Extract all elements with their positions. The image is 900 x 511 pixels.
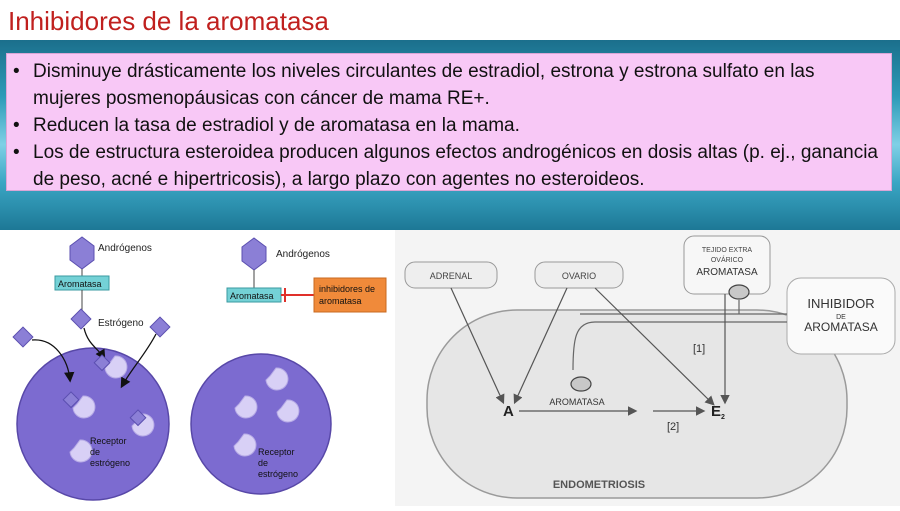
inhibitor-box [313, 277, 387, 313]
extra-ovarian-label: OVÁRICO [711, 255, 744, 264]
endometriosis-diagram: ADRENAL OVARIO TEJIDO EXTRA OVÁRICO AROM… [395, 230, 900, 506]
estradiol-e: E2 [711, 403, 725, 421]
receptor-label: Receptor [258, 447, 295, 457]
ovario-box [534, 261, 624, 289]
flow-arrow [594, 287, 715, 406]
receptor-group [62, 354, 155, 463]
androgen-label: Andrógenos [276, 249, 330, 260]
title-bar: Inhibidores de la aromatasa [0, 0, 900, 44]
inhibitor-label: DE [836, 314, 846, 321]
extra-ovarian-box [683, 235, 771, 295]
inhibitor-label: AROMATASA [804, 320, 878, 334]
estrogen-diamond [12, 326, 34, 348]
bullet-list: Disminuye drásticamente los niveles circ… [7, 54, 891, 193]
bullet-item: Los de estructura esteroidea producen al… [13, 139, 891, 193]
inhibitor-label: aromatasa [319, 296, 362, 306]
estrogen-diamond [149, 316, 171, 338]
androgen-hexagon [241, 237, 267, 271]
ref-2: [2] [667, 421, 679, 433]
aromatase-label: Aromatasa [58, 279, 102, 289]
androgen-label: Andrógenos [98, 243, 152, 254]
extra-ovarian-aromatase: AROMATASA [696, 267, 758, 278]
flow-arrow [450, 287, 505, 405]
androgen-a: A [503, 403, 514, 420]
receptor-label: de [90, 447, 100, 457]
binding-arrow [120, 333, 157, 389]
estrogen-diamond [70, 308, 92, 330]
mechanism-svg: Andrógenos Aromatasa Estrógeno Receptor … [12, 236, 387, 501]
flow-arrow [513, 287, 568, 405]
estrogen-label: Estrógeno [98, 318, 144, 329]
receptor-group [233, 367, 300, 457]
ovario-label: OVARIO [562, 271, 596, 281]
enzyme-blocker [728, 284, 750, 300]
adrenal-label: ADRENAL [430, 271, 473, 281]
androgen-hexagon [69, 236, 95, 270]
cell-body [190, 353, 332, 495]
inhibitor-label: INHIBIDOR [807, 296, 874, 311]
bullet-box: Disminuye drásticamente los niveles circ… [6, 53, 892, 191]
slide-title: Inhibidores de la aromatasa [8, 6, 329, 36]
receptor-label: estrógeno [258, 469, 298, 479]
extra-ovarian-label: TEJIDO EXTRA [702, 247, 753, 254]
cell-body [16, 347, 170, 501]
inhibitor-box [786, 277, 896, 355]
receptor-label: de [258, 458, 268, 468]
aromatase-label: AROMATASA [549, 397, 604, 407]
endometriosis-svg: ADRENAL OVARIO TEJIDO EXTRA OVÁRICO AROM… [404, 235, 896, 499]
bullet-item: Reducen la tasa de estradiol y de aromat… [13, 112, 891, 139]
bullet-item: Disminuye drásticamente los niveles circ… [13, 58, 891, 112]
receptor-label: Receptor [90, 436, 127, 446]
aromatase-label: Aromatasa [230, 291, 274, 301]
aromatase-mechanism-diagram: Andrógenos Aromatasa Estrógeno Receptor … [0, 230, 395, 506]
binding-arrow [31, 339, 75, 383]
endometriosis-region [426, 309, 848, 499]
inhibitor-label: inhibidores de [319, 284, 375, 294]
enzyme-blocker [570, 376, 592, 392]
ref-1: [1] [693, 343, 705, 355]
receptor-label: estrógeno [90, 458, 130, 468]
endometriosis-label: ENDOMETRIOSIS [553, 479, 645, 491]
inhibition-connector [572, 321, 787, 371]
